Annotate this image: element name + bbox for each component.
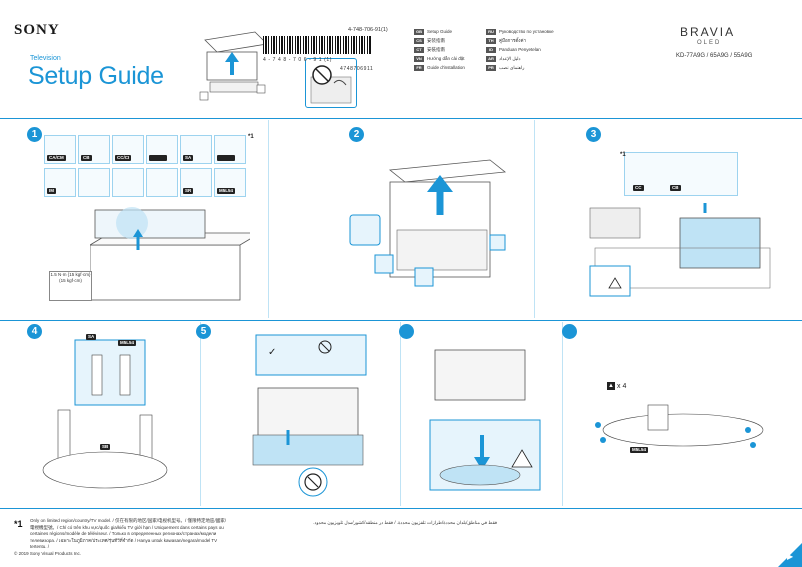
column-divider (562, 322, 563, 506)
barcode-number: 4748706911 (340, 66, 374, 72)
part-card (146, 168, 178, 197)
brand-logo: SONY (14, 22, 60, 38)
part-card (214, 135, 246, 164)
part-card: IM (44, 168, 76, 197)
box-unpacking-illustration (199, 31, 268, 101)
product-sub-brand: OLED (697, 40, 722, 46)
barcode-caption: 4 - 7 4 8 - 7 0 6 - 9 1 (1) (263, 57, 333, 63)
part-tag: M5L54 (630, 447, 649, 453)
prohibited-icon (310, 65, 352, 104)
product-brand: BRAVIA (680, 25, 736, 39)
part-tag: M5L54 (118, 340, 137, 346)
step-number: 3 (586, 127, 601, 142)
step-number: 1 (27, 127, 42, 142)
part-card (78, 168, 110, 197)
arrow-up-icon: ▲ (607, 382, 615, 390)
column-divider (200, 322, 201, 506)
copyright: © 2019 Sony Visual Products Inc. (14, 551, 82, 556)
part-card: SA (180, 135, 212, 164)
part-card: CB (78, 135, 110, 164)
step-number: 2 (349, 127, 364, 142)
part-card (112, 168, 144, 197)
part-card: SR (180, 168, 212, 197)
tv-stand-insertion-illustration (429, 349, 541, 491)
svg-text:✓: ✓ (268, 347, 276, 358)
step-number: 4 (27, 324, 42, 339)
page-title: Setup Guide (28, 62, 164, 90)
do-not-touch-warning-box (305, 58, 357, 108)
column-divider (400, 322, 401, 506)
stand-parts-box: CC CB (624, 152, 738, 196)
section-divider (0, 320, 802, 321)
box-lifting-illustration (349, 159, 507, 287)
footnote-marker: *1 (620, 152, 626, 158)
section-divider (0, 118, 802, 119)
part-card: CA/CM (44, 135, 76, 164)
column-divider (534, 120, 535, 318)
screw-quantity: ▲ x 4 (607, 382, 627, 390)
torque-spec-box: 1.5 N·m {15 kgf·cm} (15 kgf·cm) (49, 271, 92, 301)
footnote-marker: *1 (14, 519, 23, 529)
footnote-text: Only on limited region/country/TV model.… (30, 518, 227, 549)
stand-assembly-illustration (42, 339, 168, 489)
product-type: Television (30, 55, 61, 62)
barcode (263, 36, 371, 54)
part-card: CC/CI (112, 135, 144, 164)
part-card (146, 135, 178, 164)
stand-screw-illustration (595, 404, 764, 448)
step-number: 5 (196, 324, 211, 339)
part-tag: SB (100, 444, 111, 450)
column-divider (268, 120, 269, 318)
part-tag: SA (86, 334, 97, 340)
section-divider (0, 508, 802, 509)
accessory-parts-grid: CA/CM CB CC/CI SA IM SR M5L54 (40, 135, 252, 205)
tv-box-illustration (90, 207, 250, 301)
step-number (399, 324, 414, 339)
tv-mounting-illustration: ✓ (252, 334, 367, 497)
part-number: 4-748-706-91(1) (348, 27, 388, 33)
part-card: M5L54 (214, 168, 246, 197)
footnote-marker: *1 (248, 134, 254, 140)
tv-placement-illustration (589, 203, 771, 297)
next-page-arrow-icon: ▶ (787, 552, 794, 561)
step-number (562, 324, 577, 339)
footnote-text-arabic: فقط في مناطق/بلدان محددة/طرازات تلفزيون … (313, 520, 497, 525)
model-numbers: KD-77A9G / 65A9G / 55A9G (676, 53, 753, 59)
